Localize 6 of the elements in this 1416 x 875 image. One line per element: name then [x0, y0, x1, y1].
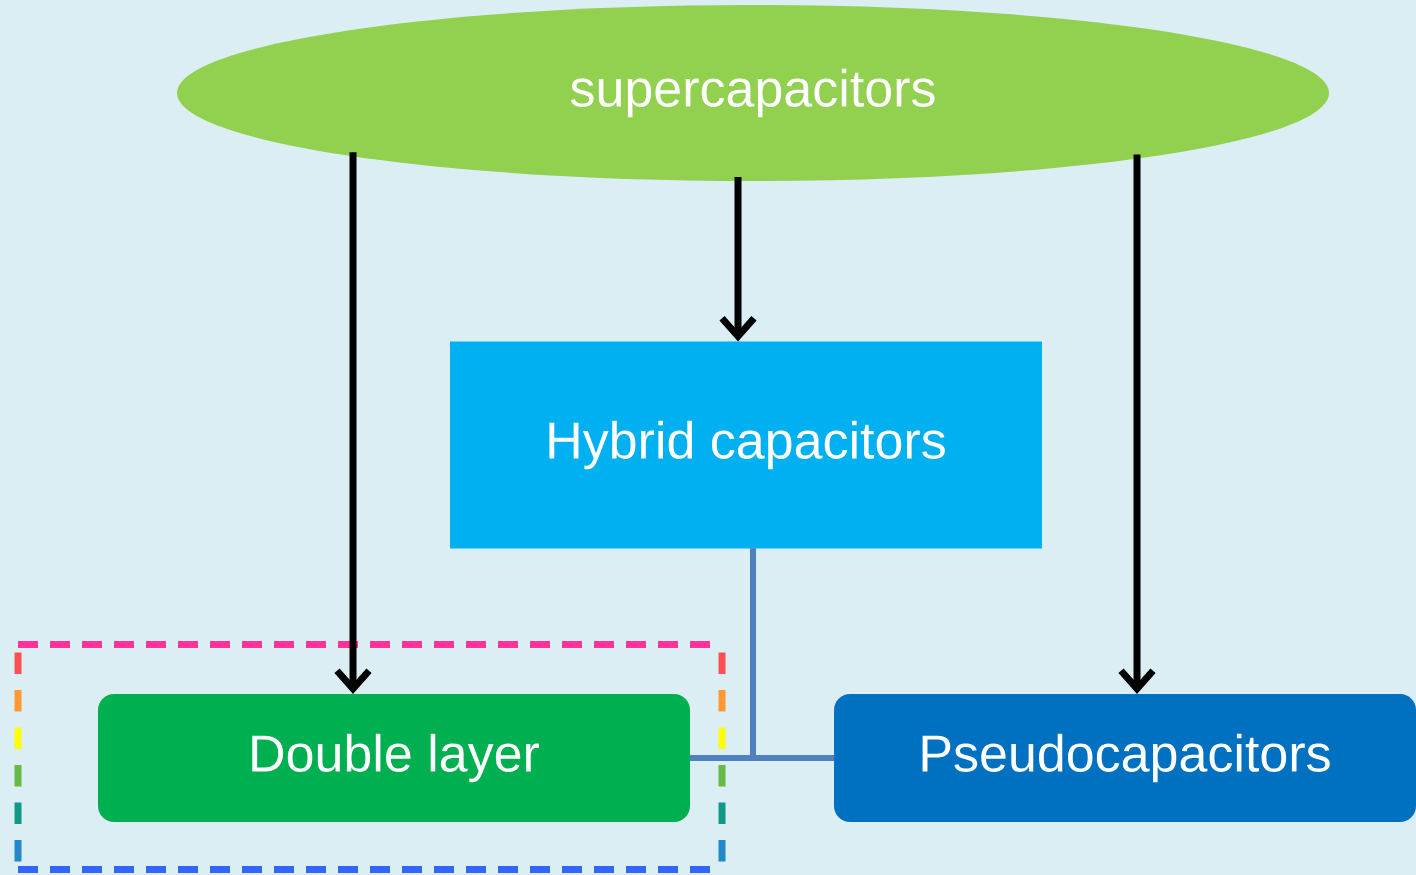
process-box: Double layer	[98, 694, 690, 822]
process-box: Pseudocapacitors	[834, 694, 1416, 822]
ellipse-node: supercapacitors	[177, 5, 1329, 181]
dashed-frame	[14, 641, 726, 873]
process-box: Hybrid capacitors	[450, 341, 1042, 549]
arrow	[1118, 154, 1156, 694]
